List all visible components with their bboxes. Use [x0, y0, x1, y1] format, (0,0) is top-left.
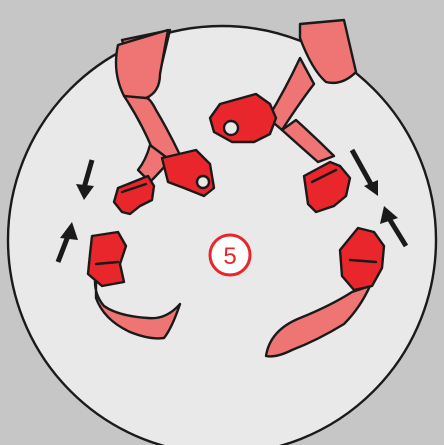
step-number: 5	[223, 243, 236, 270]
lower-left-buckle	[88, 232, 126, 286]
step-badge: 5	[210, 235, 250, 275]
